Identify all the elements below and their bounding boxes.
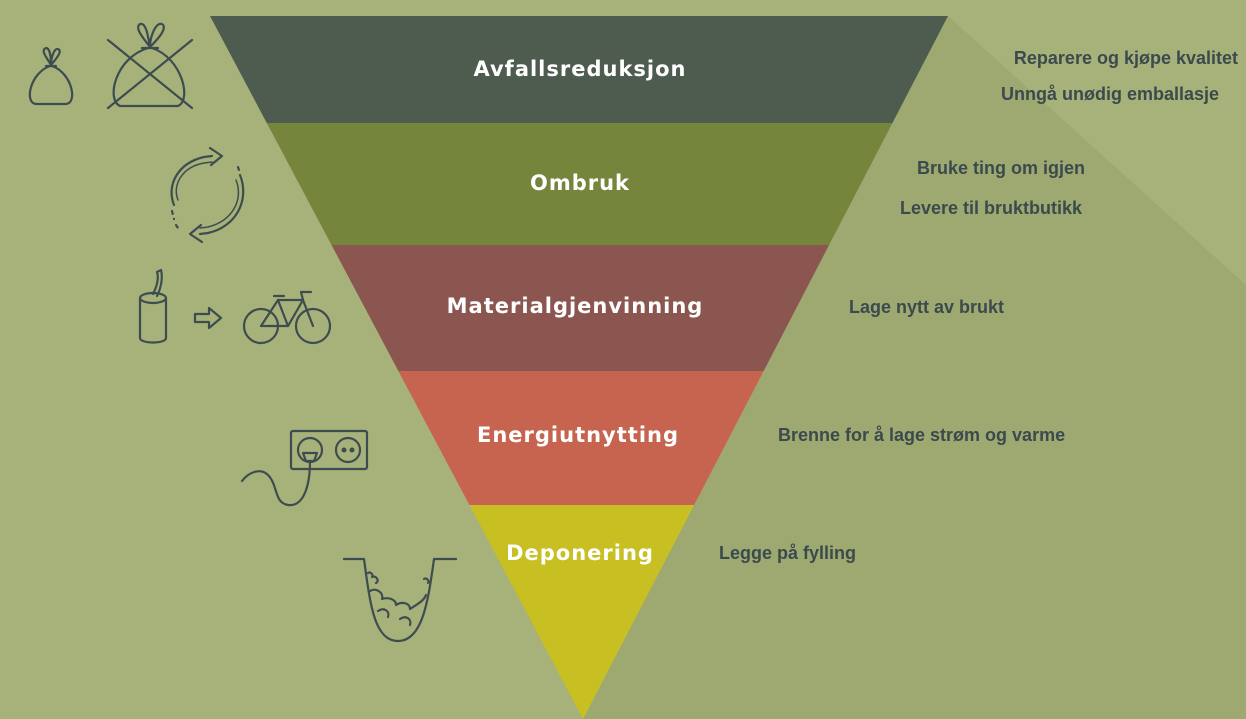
level-label-ombruk: Ombruk (529, 171, 631, 195)
pyramid-band-energiutnytting (398, 371, 764, 505)
pyramid-band-materialgjenvinning (331, 245, 830, 371)
description-unnga-emballasje: Unngå unødig emballasje (1000, 84, 1219, 104)
level-label-deponering: Deponering (506, 541, 654, 565)
landfill-icon (340, 553, 460, 648)
description-nytt-av-brukt: Lage nytt av brukt (849, 297, 1005, 317)
level-label-materialgjenvinning: Materialgjenvinning (446, 294, 704, 318)
description-bruktbutikk: Levere til bruktbutikk (900, 198, 1083, 218)
description-fylling: Legge på fylling (719, 543, 857, 563)
pyramid-band-ombruk (266, 123, 893, 245)
level-label-avfallsreduksjon: Avfallsreduksjon (473, 57, 687, 81)
pyramid-band-avfallsreduksjon (210, 16, 948, 123)
inverted-pyramid (210, 16, 948, 719)
recycle-arrows-icon (160, 145, 255, 245)
description-reparere: Reparere og kjøpe kvalitet (1013, 48, 1238, 68)
description-brenne: Brenne for å lage strøm og varme (778, 425, 1066, 445)
power-outlet-icon (238, 425, 373, 515)
shadow-band (583, 16, 1246, 719)
can-to-bicycle-icon (133, 268, 338, 350)
bag-crossed-icon (20, 18, 200, 113)
description-bruke-igjen: Bruke ting om igjen (917, 158, 1086, 178)
pyramid-band-deponering (469, 505, 695, 719)
level-label-energiutnytting: Energiutnytting (476, 423, 680, 447)
